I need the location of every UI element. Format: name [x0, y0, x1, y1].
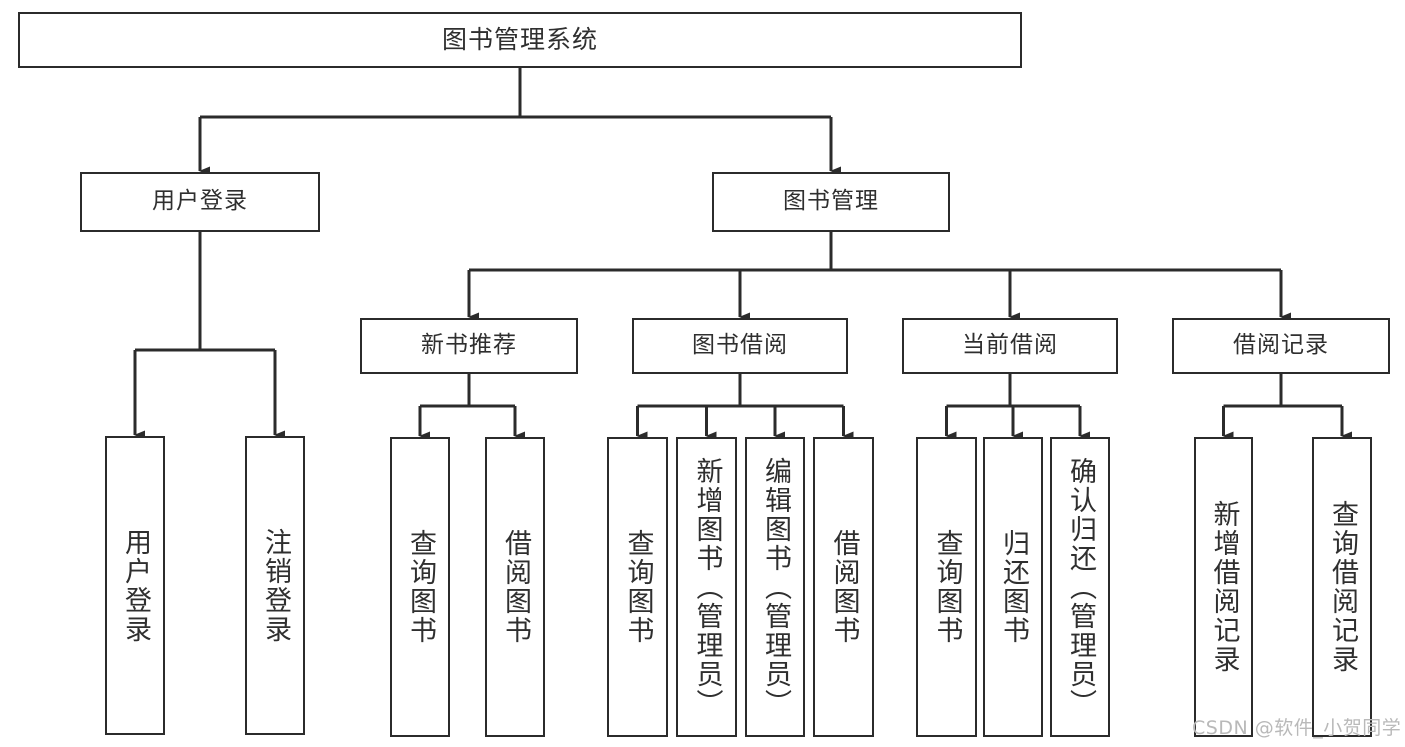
- node-label: 借阅图书: [828, 529, 860, 645]
- node-root[interactable]: 图书管理系统: [18, 12, 1022, 68]
- leaf-add-borrow-record[interactable]: 新增借阅记录: [1194, 437, 1253, 737]
- node-label: 用户登录: [119, 527, 151, 644]
- node-label: 当前借阅: [962, 332, 1058, 359]
- leaf-borrow-book[interactable]: 借阅图书: [813, 437, 874, 737]
- node-label: 借阅记录: [1233, 332, 1329, 359]
- node-user-login[interactable]: 用户登录: [80, 172, 320, 232]
- node-label: 图书管理: [783, 188, 879, 215]
- leaf-user-login[interactable]: 用户登录: [105, 436, 165, 735]
- node-label: 查询图书: [622, 529, 654, 645]
- leaf-query-borrow-record[interactable]: 查询借阅记录: [1312, 437, 1372, 737]
- node-label: 新书推荐: [421, 332, 517, 359]
- watermark: CSDN @软件_小贺同学: [1192, 717, 1402, 739]
- node-label: 归还图书: [997, 529, 1029, 645]
- node-label: 新增图书（管理员）: [691, 456, 723, 718]
- node-label: 图书管理系统: [441, 25, 598, 55]
- node-label: 确认归还（管理员）: [1064, 456, 1096, 718]
- leaf-logout-login[interactable]: 注销登录: [245, 436, 305, 735]
- leaf-return-book[interactable]: 归还图书: [983, 437, 1043, 737]
- leaf-edit-book-admin[interactable]: 编辑图书（管理员）: [745, 437, 805, 737]
- node-book-management[interactable]: 图书管理: [712, 172, 950, 232]
- node-label: 查询图书: [931, 529, 963, 645]
- node-label: 图书借阅: [692, 332, 788, 359]
- leaf-query-books-current[interactable]: 查询图书: [916, 437, 977, 737]
- leaf-confirm-return-admin[interactable]: 确认归还（管理员）: [1050, 437, 1110, 737]
- leaf-borrow-books-recommend[interactable]: 借阅图书: [485, 437, 545, 737]
- node-label: 用户登录: [152, 188, 248, 215]
- leaf-add-book-admin[interactable]: 新增图书（管理员）: [676, 437, 737, 737]
- leaf-query-books-borrow[interactable]: 查询图书: [607, 437, 668, 737]
- node-label: 编辑图书（管理员）: [759, 456, 791, 718]
- node-label: 新增借阅记录: [1208, 500, 1240, 674]
- node-new-book-recommend[interactable]: 新书推荐: [360, 318, 578, 374]
- leaf-query-books-recommend[interactable]: 查询图书: [390, 437, 450, 737]
- node-label: 借阅图书: [499, 529, 531, 645]
- node-current-borrow[interactable]: 当前借阅: [902, 318, 1118, 374]
- node-label: 查询图书: [404, 529, 436, 645]
- node-label: 注销登录: [259, 527, 291, 644]
- node-label: 查询借阅记录: [1326, 500, 1358, 674]
- node-book-borrow[interactable]: 图书借阅: [632, 318, 848, 374]
- node-borrow-record[interactable]: 借阅记录: [1172, 318, 1390, 374]
